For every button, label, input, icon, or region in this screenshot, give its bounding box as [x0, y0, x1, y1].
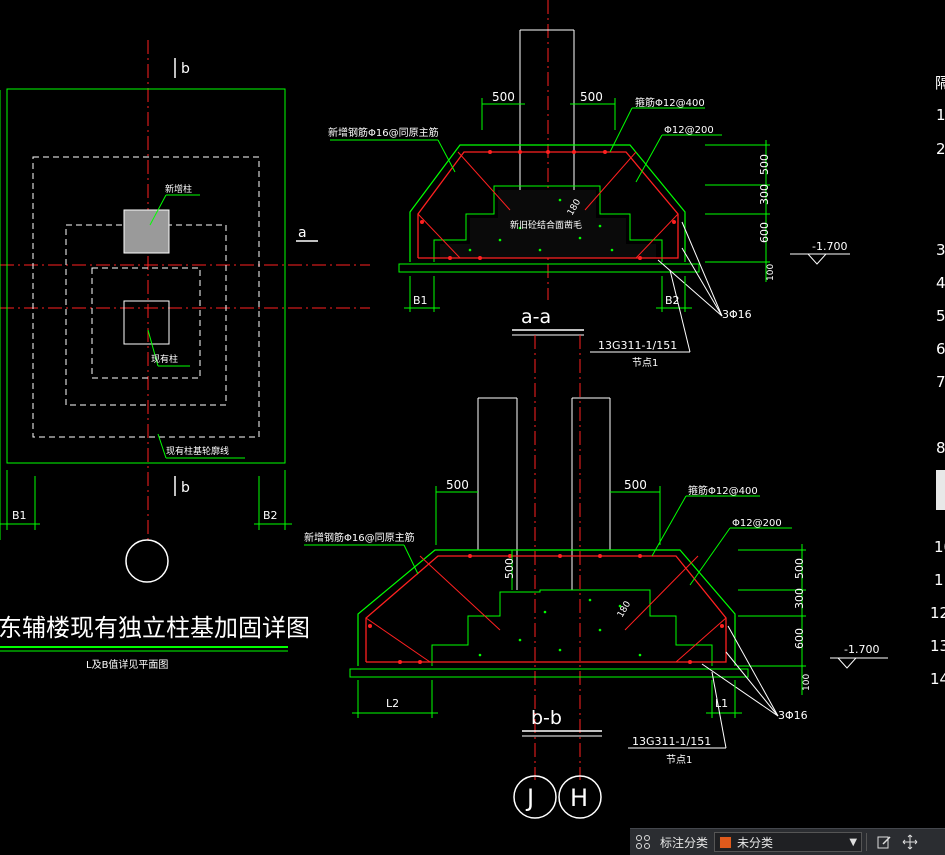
- aa-section-name: a-a: [521, 306, 551, 328]
- aa-new-rebar-label: 新增钢筋Φ16@同原主筋: [328, 126, 439, 139]
- aa-h300: 300: [758, 184, 771, 205]
- note-num-1: 1: [936, 106, 945, 124]
- bb-h500: 500: [793, 558, 806, 579]
- aa-ref: 13G311-1/151: [598, 339, 677, 352]
- edit-icon[interactable]: [871, 830, 897, 854]
- plan-dim-b1: B1: [12, 509, 27, 522]
- note-num-12: 12: [930, 604, 945, 622]
- note-num-3: 3: [936, 241, 945, 259]
- bb-elevation: -1.700: [844, 643, 879, 656]
- plan-label-b-top: b: [181, 61, 190, 77]
- aa-h100: 100: [766, 264, 776, 281]
- note-num-0: 隔: [935, 74, 945, 92]
- plan-dim-b2: B2: [263, 509, 278, 522]
- note-num-10: 10: [934, 538, 945, 556]
- bb-ref: 13G311-1/151: [632, 735, 711, 748]
- right-notes-column: 隔 1 2 3 4 5 6 7 8 9 10 11 12 13 14: [930, 74, 945, 688]
- aa-dim-500-right: 500: [580, 90, 603, 104]
- aa-elevation: -1.700: [812, 240, 847, 253]
- category-color-swatch: [719, 835, 733, 849]
- aa-dim-b2: B2: [665, 294, 680, 307]
- note-num-14: 14: [930, 670, 945, 688]
- new-column: [123, 209, 170, 254]
- bb-new-rebar-label: 新增钢筋Φ16@同原主筋: [304, 531, 415, 544]
- move-icon[interactable]: [897, 830, 923, 854]
- section-a-a: 500 500 箍筋Φ12@400 Φ12@200 新增钢筋Φ16@同原主筋 新…: [328, 0, 850, 369]
- plan-view: b b a 新增柱 现有柱 现有柱基轮廓线 B1 B2: [0, 40, 370, 583]
- plan-label-a: a: [298, 225, 307, 241]
- aa-h500: 500: [758, 154, 771, 175]
- bb-h100: 100: [802, 674, 812, 691]
- note-num-5: 5: [936, 307, 945, 325]
- bb-h600: 600: [793, 628, 806, 649]
- section-b-b: 500 500 500 箍筋Φ12@400 Φ12@200 新增钢筋Φ16@同原…: [304, 335, 888, 819]
- aa-node: 节点1: [632, 357, 658, 369]
- plan-axis-bubble: [125, 539, 169, 583]
- bb-h300: 300: [793, 588, 806, 609]
- grid-icon[interactable]: [630, 830, 656, 854]
- bb-angle-label: 180: [616, 599, 633, 619]
- annotation-category-value: 未分类: [737, 835, 774, 850]
- plan-label-b-bottom: b: [181, 480, 190, 496]
- note-num-6: 6: [936, 340, 945, 358]
- annotation-toolbar: 标注分类 未分类 ▼: [630, 828, 945, 855]
- aa-dim-b1: B1: [413, 294, 428, 307]
- aa-h600: 600: [758, 222, 771, 243]
- bb-dim-500-left: 500: [446, 478, 469, 492]
- note-num-8: 8: [936, 439, 945, 457]
- toolbar-divider: [866, 833, 868, 851]
- plan-new-column-label: 新增柱: [165, 183, 192, 195]
- annotation-category-select[interactable]: 未分类 ▼: [714, 832, 863, 852]
- aa-dim-500-left: 500: [492, 90, 515, 104]
- drawing-subtitle: L及B值详见平面图: [86, 658, 168, 671]
- bb-stirrup-label: 箍筋Φ12@400: [688, 484, 758, 497]
- bb-bars: 3Φ16: [778, 709, 808, 722]
- axis-bubble-h: [558, 775, 602, 819]
- bb-dim-l2: L2: [386, 697, 399, 710]
- aa-stirrup-label: 箍筋Φ12@400: [635, 96, 705, 109]
- chevron-down-icon: ▼: [849, 836, 858, 848]
- note-num-2: 2: [936, 140, 945, 158]
- note-num-4: 4: [936, 274, 945, 292]
- axis-label-j: J: [525, 784, 534, 812]
- drawing-title: 东辅楼现有独立柱基加固详图: [0, 614, 310, 642]
- note-num-13: 13: [930, 637, 945, 655]
- note-num-7: 7: [936, 373, 945, 391]
- bb-node: 节点1: [666, 754, 692, 766]
- aa-rebar-top-label: Φ12@200: [664, 125, 714, 136]
- note-num-11: 11: [934, 571, 945, 589]
- plan-existing-column-label: 现有柱: [151, 353, 178, 365]
- annotation-category-label: 标注分类: [660, 835, 709, 850]
- bb-rebar-top-label: Φ12@200: [732, 518, 782, 529]
- aa-interface-label: 新旧砼结合面凿毛: [510, 219, 582, 231]
- axis-bubble-j: [513, 775, 557, 819]
- bb-section-name: b-b: [531, 707, 562, 729]
- plan-edge-line-label: 现有柱基轮廓线: [166, 445, 229, 457]
- bb-h500-col: 500: [503, 558, 516, 579]
- existing-column: [123, 300, 170, 345]
- bb-dim-500-right: 500: [624, 478, 647, 492]
- axis-label-h: H: [570, 784, 588, 812]
- aa-bars: 3Φ16: [722, 308, 752, 321]
